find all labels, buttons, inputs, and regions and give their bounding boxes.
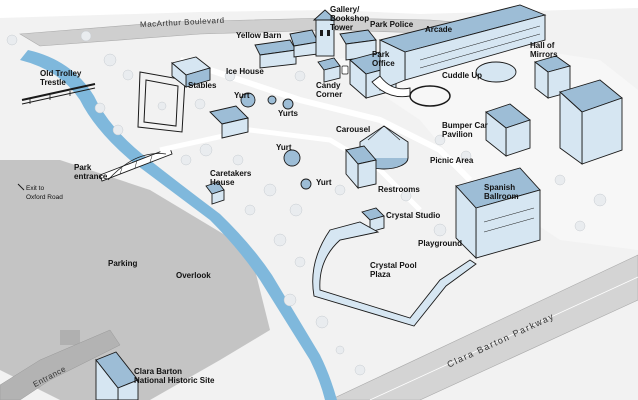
yurt-2 [283,149,301,167]
parkway-median [369,276,638,400]
label-stables: Stables [188,81,217,90]
ride-ring [409,85,451,107]
yurt-small-1 [267,95,277,105]
label-yurt-1: Yurt [234,91,250,100]
label-yurt-2: Yurt [276,143,292,152]
hall-of-mirrors-building [534,55,572,99]
trees [6,30,607,376]
walkway-south [159,127,422,212]
macarthur-label: MacArthur Boulevard [140,16,225,29]
label-ice-house: Ice House [226,67,264,76]
parkway-road [329,254,638,400]
label-picnic-area: Picnic Area [430,156,474,165]
label-carousel: Carousel [336,125,370,134]
label-yurts: Yurts [278,109,299,118]
restrooms-building [345,145,377,190]
exit-arrow-icon [17,183,25,191]
stables-outline [137,71,186,133]
label-crystal-studio: Crystal Studio [386,211,440,220]
label-cuddle-up: Cuddle Up [442,71,482,80]
clara-barton-building [95,351,139,400]
yurt-small-2 [282,98,294,110]
gallery-tower [312,9,338,57]
label-restrooms: Restrooms [378,185,420,194]
bumper-car-building [485,103,531,157]
large-pavilion-building [559,79,623,165]
label-playground: Playground [418,239,462,248]
ice-house-building [171,56,211,88]
crystal-pool-plaza-outline [312,221,477,327]
old-trolley-trestle [21,83,96,105]
parking-island [60,330,80,345]
yellow-barn-building [254,29,319,69]
label-parking: Parking [108,259,137,268]
entrance-road [0,329,121,400]
label-arcade: Arcade [425,25,453,34]
cuddle-up-ride [475,61,517,83]
info-icon [341,65,349,75]
label-overlook: Overlook [176,271,211,280]
label-yellow-barn: Yellow Barn [236,31,281,40]
spanish-ballroom-building [455,167,541,260]
yurt-3 [300,178,312,190]
caretakers-house-building [205,181,225,205]
candy-corner-building [317,57,341,83]
yurt-building-1 [209,92,256,139]
label-park-police: Park Police [370,20,414,29]
park-police-building [339,29,377,61]
park-entrance-bridge [99,147,173,182]
arcade-building [371,4,547,98]
label-yurt-3: Yurt [316,178,332,187]
sky-edge [0,0,638,18]
